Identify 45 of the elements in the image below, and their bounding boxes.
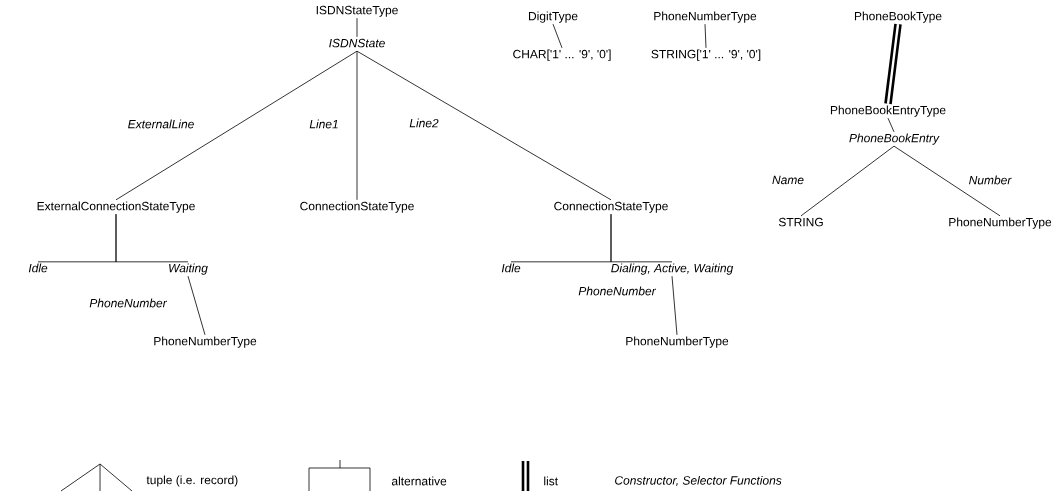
tree-line bbox=[356, 17, 358, 38]
type-label: PhoneNumberType bbox=[949, 217, 1052, 229]
list-line bbox=[884, 23, 902, 105]
type-label: PhoneNumberType bbox=[154, 336, 257, 348]
constructor-label: Dialing, Active, Waiting bbox=[611, 263, 734, 275]
type-label: STRING['1' ... '9', '0'] bbox=[651, 49, 761, 61]
tree-line bbox=[187, 275, 206, 336]
constructor-label: Idle bbox=[501, 263, 521, 273]
type-label: PhoneNumberType bbox=[626, 336, 729, 348]
type-label: PhoneBookEntryType bbox=[830, 105, 946, 117]
type-label: ConnectionStateType bbox=[300, 201, 414, 213]
type-label: PhoneBookType bbox=[854, 11, 942, 23]
constructor-label: Waiting bbox=[169, 263, 208, 275]
tree-line bbox=[704, 23, 707, 49]
constructor-label: PhoneBookEntry bbox=[849, 133, 940, 145]
legend-text: Constructor, Selector Functions bbox=[615, 475, 782, 487]
constructor-label: Idle bbox=[28, 263, 48, 273]
legend-text: list bbox=[544, 476, 558, 486]
type-label: ConnectionStateType bbox=[554, 201, 668, 213]
edge-label: Line2 bbox=[408, 117, 440, 129]
edge-label: Name bbox=[771, 174, 805, 186]
edge-label: Line1 bbox=[308, 118, 340, 130]
tree-line bbox=[671, 275, 678, 336]
tree-line bbox=[552, 23, 563, 49]
type-label: ExternalConnectionStateType bbox=[37, 201, 195, 213]
tree-line bbox=[356, 50, 358, 201]
edge-label: PhoneNumber bbox=[577, 285, 657, 297]
type-label: ISDNStateType bbox=[316, 5, 398, 17]
edge-label: ExternalLine bbox=[126, 118, 196, 130]
edge-label: Number bbox=[967, 174, 1013, 186]
tree-line bbox=[356, 50, 612, 201]
type-label: PhoneNumberType bbox=[654, 11, 757, 23]
tree-line bbox=[893, 145, 1001, 217]
legend-text: alternative bbox=[391, 476, 447, 486]
alternative-bracket bbox=[610, 213, 673, 263]
tree-line bbox=[800, 145, 895, 217]
legend-text: tuple (i.e. record) bbox=[146, 475, 238, 487]
type-label: STRING bbox=[778, 217, 823, 227]
type-label: CHAR['1' ... '9', '0'] bbox=[513, 49, 611, 61]
constructor-label: ISDNState bbox=[329, 38, 385, 48]
tree-line bbox=[115, 50, 358, 201]
edge-label: PhoneNumber bbox=[88, 297, 168, 309]
tree-line bbox=[887, 117, 895, 133]
alternative-bracket bbox=[115, 213, 189, 263]
type-label: DigitType bbox=[529, 11, 578, 23]
